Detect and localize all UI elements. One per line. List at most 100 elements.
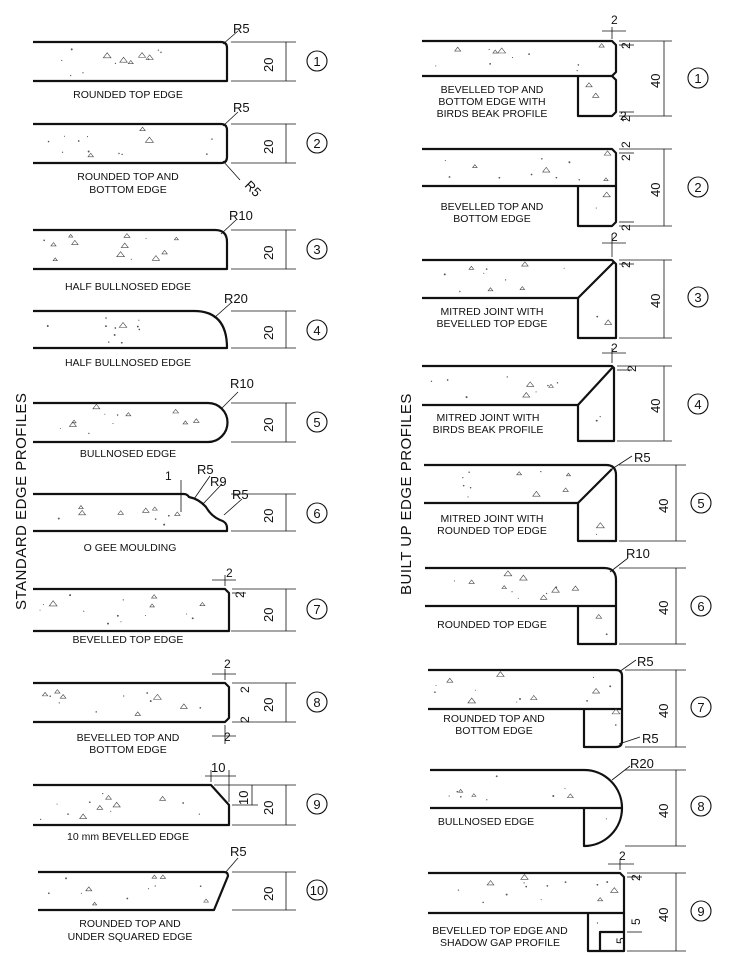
speckle-mark	[516, 471, 523, 476]
speckle-mark	[539, 594, 548, 600]
dim-thickness: 20	[261, 509, 276, 523]
speckle-mark	[457, 788, 464, 793]
slab-outline	[33, 681, 231, 724]
profile-number-badge	[306, 502, 328, 524]
speckle-mark	[501, 585, 508, 589]
speckle-mark	[182, 420, 189, 425]
speckle-dot	[506, 376, 508, 378]
speckle-mark	[68, 421, 77, 427]
dimension-lines	[224, 857, 296, 911]
speckle-mark	[41, 691, 49, 697]
speckle-mark	[172, 408, 180, 414]
apron-outline	[576, 186, 618, 228]
speckle-mark	[497, 47, 507, 54]
speckle-dot	[104, 413, 106, 415]
speckle-mark	[96, 805, 104, 810]
dimension-lines	[220, 219, 296, 270]
profile-number-badge	[306, 319, 328, 341]
speckle-mark	[597, 897, 604, 902]
speckle-mark	[532, 490, 541, 497]
dimension-lines	[221, 391, 296, 443]
speckle-dot	[592, 676, 595, 678]
profile-number-badge	[306, 411, 328, 433]
profile-number: 1	[694, 71, 701, 86]
speckle-mark	[611, 708, 621, 715]
speckle-dot	[519, 697, 521, 700]
speckle-mark	[598, 43, 605, 48]
dim-thickness: 40	[648, 74, 663, 88]
profile-number-badge	[690, 900, 712, 922]
slab-outline	[430, 768, 624, 848]
dim-radius-lower: R5	[232, 487, 249, 502]
speckle-dot	[114, 62, 117, 65]
slab-outline	[428, 668, 624, 711]
dim-thickness: 20	[261, 801, 276, 815]
speckle-dot	[486, 799, 488, 801]
speckle-mark	[486, 880, 495, 886]
speckle-dot	[112, 422, 114, 425]
profile-number: 4	[313, 323, 320, 338]
speckle-dot	[505, 893, 508, 896]
dim-radius: R10	[229, 208, 253, 223]
speckle-dot	[88, 801, 91, 804]
profile-number: 5	[313, 415, 320, 430]
speckle-dot	[105, 317, 107, 319]
dim-thickness: 20	[261, 887, 276, 901]
right-title: BUILT UP EDGE PROFILES	[398, 393, 415, 595]
dimension-lines	[608, 859, 686, 952]
speckle-mark	[603, 150, 612, 156]
speckle-mark	[78, 505, 84, 509]
dim-thickness: 20	[261, 698, 276, 712]
speckle-dot	[102, 793, 104, 795]
speckle-dot	[444, 159, 446, 162]
dim-radius: R5	[634, 450, 651, 465]
speckle-dot	[59, 427, 61, 429]
speckle-dot	[57, 517, 60, 520]
dim-radius-middle: R9	[210, 474, 227, 489]
mitre-line	[577, 366, 614, 406]
standard-profile-6: 1 R5 R9 R5 20 6 O GEE MOULDING	[33, 462, 328, 554]
speckle-dot	[82, 72, 84, 74]
dim-bevel-depth: 2	[233, 591, 247, 598]
speckle-dot	[614, 724, 617, 726]
speckle-dot	[46, 324, 49, 327]
speckle-dot	[123, 695, 125, 697]
speckle-dot	[535, 391, 537, 393]
speckle-dot	[609, 685, 612, 688]
speckle-mark	[519, 574, 528, 581]
dimension-lines	[611, 765, 686, 847]
profile-number: 3	[313, 242, 320, 257]
speckle-mark	[151, 506, 158, 511]
dimension-lines	[602, 234, 672, 339]
dim-thickness: 20	[261, 326, 276, 340]
speckle-dot	[198, 813, 201, 815]
dim-radius: R5	[233, 21, 250, 36]
speckle-mark	[118, 321, 128, 328]
dimension-lines	[602, 348, 672, 442]
dim-thickness: 40	[648, 399, 663, 413]
dim-bevel-width: 2	[611, 341, 618, 355]
speckle-dot	[605, 818, 607, 820]
dim-gap-width: 5	[614, 937, 628, 944]
speckle-mark	[454, 46, 462, 52]
dim-radius: R20	[224, 291, 248, 306]
dim-thickness: 20	[261, 608, 276, 622]
speckle-dot	[120, 621, 122, 623]
profile-number: 7	[313, 602, 320, 617]
speckle-dot	[475, 689, 477, 691]
profile-number: 3	[694, 290, 701, 305]
dim-thickness: 40	[656, 704, 671, 718]
profile-number-badge	[306, 598, 328, 620]
dim-bevel-depth: 2	[625, 365, 639, 372]
speckle-mark	[134, 711, 142, 716]
profile-label: 10 mm BEVELLED EDGE	[67, 831, 189, 843]
speckle-dot	[435, 685, 437, 687]
